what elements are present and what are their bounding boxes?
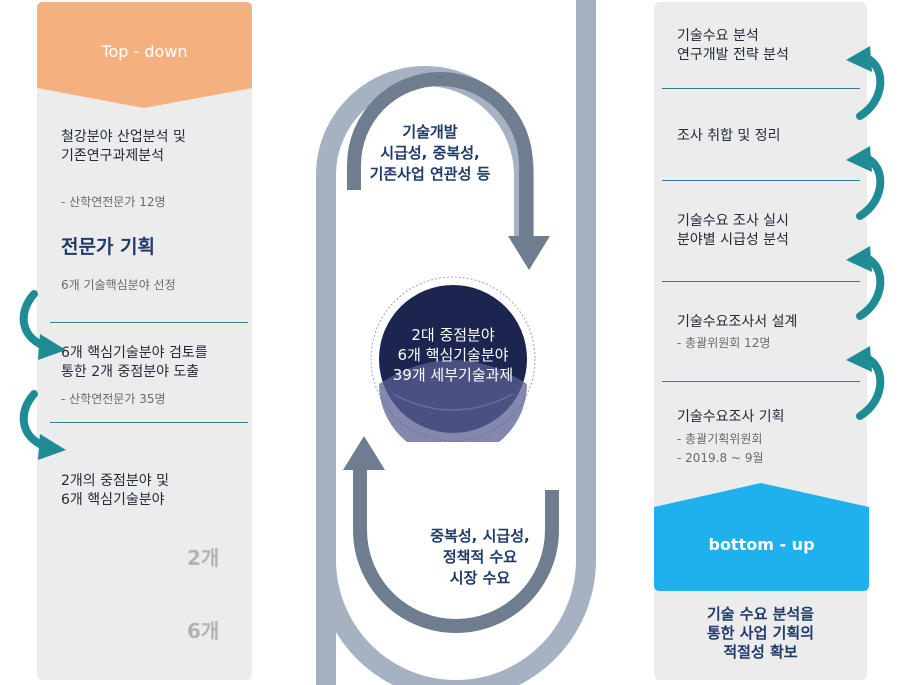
left-item2-line1: 6개 핵심기술분야 검토를 bbox=[61, 345, 208, 361]
left-note-experts-12: - 산학연전문가 12명 bbox=[61, 195, 166, 209]
right-item3-line2: 분야별 시급성 분석 bbox=[677, 232, 789, 248]
right-divider-2 bbox=[662, 180, 860, 181]
right-item-survey-design: 기술수요조사서 설계 bbox=[677, 314, 798, 330]
conclusion-line1: 기술 수요 분석을 bbox=[706, 605, 815, 623]
top-criteria-line1: 기술개발 bbox=[402, 123, 458, 141]
conclusion-line3: 적절성 확보 bbox=[723, 643, 798, 661]
bottom-up-shape bbox=[654, 483, 869, 591]
right-item1-line2: 연구개발 전략 분석 bbox=[677, 47, 789, 63]
left-item-result: 2개의 중점분야 및 6개 핵심기술분야 bbox=[61, 472, 169, 510]
left-item-industry-analysis: 철강분야 산업분석 및 기존연구과제분석 bbox=[61, 128, 186, 166]
left-note-six-fields: 6개 기술핵심분야 선정 bbox=[61, 278, 176, 292]
left-item1-line2: 기존연구과제분석 bbox=[61, 148, 165, 164]
curved-arrow-up-icon bbox=[846, 246, 885, 320]
right-item-demand-analysis: 기술수요 분석 연구개발 전략 분석 bbox=[677, 27, 789, 65]
left-item3-line2: 6개 핵심기술분야 bbox=[61, 492, 165, 508]
top-down-label: Top - down bbox=[101, 42, 188, 61]
right-item1-line1: 기술수요 분석 bbox=[677, 28, 759, 44]
top-criteria-line3: 기존사업 연관성 등 bbox=[369, 165, 491, 183]
right-note-committee: - 총괄위원회 12명 bbox=[677, 336, 771, 350]
right-item3-line1: 기술수요 조사 실시 bbox=[677, 213, 789, 229]
curved-arrow-down-icon bbox=[19, 390, 66, 460]
left-item3-line1: 2개의 중점분야 및 bbox=[61, 473, 169, 489]
bottom-criteria-line2: 정책적 수요 bbox=[442, 548, 518, 566]
curved-arrow-up-icon bbox=[846, 46, 885, 120]
expert-planning-title: 전문가 기획 bbox=[61, 236, 156, 258]
right-conclusion: 기술 수요 분석을 통한 사업 기획의 적절성 확보 bbox=[654, 605, 867, 662]
bottom-criteria-text: 중복성, 시급성, 정책적 수요 시장 수요 bbox=[405, 526, 555, 589]
left-item2-line2: 통한 2개 중점분야 도출 bbox=[61, 364, 200, 380]
curved-arrow-down-icon bbox=[19, 290, 66, 360]
right-note-period: - 2019.8 ~ 9월 bbox=[677, 451, 764, 465]
center-circle-text: 2대 중점분야 6개 핵심기술분야 39개 세부기술과제 bbox=[383, 325, 523, 385]
center-circle bbox=[370, 276, 536, 442]
right-divider-3 bbox=[662, 281, 860, 282]
top-down-panel bbox=[37, 2, 252, 680]
circle-line3: 39개 세부기술과제 bbox=[392, 366, 514, 384]
right-item-survey: 기술수요 조사 실시 분야별 시급성 분석 bbox=[677, 212, 789, 250]
left-divider-1 bbox=[50, 322, 248, 323]
curved-arrow-up-icon bbox=[846, 146, 885, 220]
right-divider-1 bbox=[662, 88, 860, 89]
bottom-up-label: bottom - up bbox=[708, 535, 815, 554]
left-item1-line1: 철강분야 산업분석 및 bbox=[61, 129, 186, 145]
circle-line1: 2대 중점분야 bbox=[411, 326, 495, 344]
right-divider-4 bbox=[662, 381, 860, 382]
conclusion-line2: 통한 사업 기획의 bbox=[706, 624, 815, 642]
right-item-survey-plan: 기술수요조사 기획 bbox=[677, 409, 785, 425]
right-note-planning-committee: - 총괄기획위원회 bbox=[677, 432, 763, 446]
count-six: 6개 bbox=[187, 619, 220, 643]
curved-arrow-up-icon bbox=[846, 346, 885, 420]
left-item-core-review: 6개 핵심기술분야 검토를 통한 2개 중점분야 도출 bbox=[61, 344, 208, 382]
top-criteria-text: 기술개발 시급성, 중복성, 기존사업 연관성 등 bbox=[350, 122, 510, 185]
cycle-track-diagram bbox=[316, 0, 596, 685]
top-criteria-line2: 시급성, 중복성, bbox=[380, 144, 480, 162]
bottom-criteria-line1: 중복성, 시급성, bbox=[430, 527, 530, 545]
circle-line2: 6개 핵심기술분야 bbox=[397, 346, 509, 364]
bottom-criteria-line3: 시장 수요 bbox=[449, 569, 511, 587]
left-divider-2 bbox=[50, 422, 248, 423]
left-note-experts-35: - 산학연전문가 35명 bbox=[61, 392, 166, 406]
count-two: 2개 bbox=[187, 546, 220, 570]
right-item-aggregate: 조사 취합 및 정리 bbox=[677, 128, 781, 144]
top-down-header-shape bbox=[37, 2, 252, 108]
